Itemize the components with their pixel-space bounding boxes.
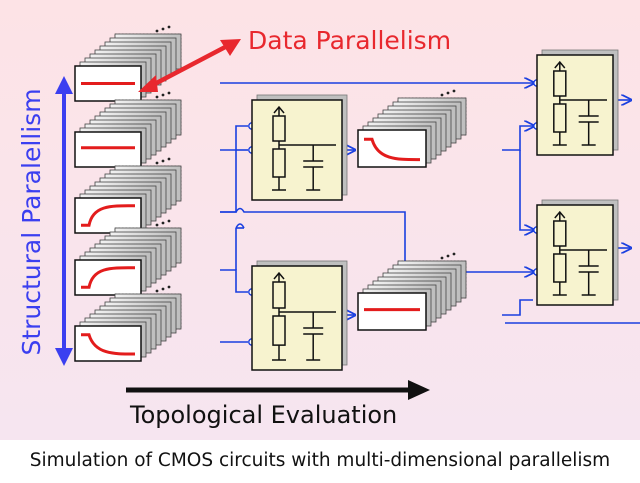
gate-2 <box>251 260 348 371</box>
continuation-dot <box>155 289 159 293</box>
front-card <box>74 131 142 168</box>
supply-arrow <box>554 210 566 221</box>
continuation-dot <box>155 95 159 99</box>
input-2 <box>74 91 182 168</box>
gate-1-output <box>357 89 467 168</box>
data-parallelism-label: Data Parallelism <box>248 26 451 55</box>
front-card <box>74 259 142 296</box>
wire-bus-gate4 <box>519 150 533 230</box>
waveform <box>81 266 136 289</box>
front-card <box>357 292 427 331</box>
continuation-dot <box>167 285 171 289</box>
wire-input2-gate1 <box>220 125 248 151</box>
waveform <box>364 137 421 162</box>
input-3 <box>74 157 182 234</box>
supply-arrow <box>273 105 285 116</box>
continuation-dot <box>161 93 165 97</box>
figure-caption: Simulation of CMOS circuits with multi-d… <box>29 450 611 471</box>
data-parallelism-arrow <box>138 39 241 92</box>
front-card <box>357 129 427 168</box>
waveform <box>81 333 136 356</box>
gate-4 <box>536 199 619 306</box>
continuation-dot <box>167 157 171 161</box>
front-card <box>74 197 142 234</box>
continuation-dot <box>446 254 450 258</box>
wire-gate2-bus <box>502 299 533 316</box>
continuation-dot <box>161 159 165 163</box>
continuation-dot <box>161 27 165 31</box>
structural-parallelism-arrow <box>55 76 73 366</box>
continuation-dot <box>161 221 165 225</box>
continuation-dot <box>155 29 159 33</box>
wire-bus-gate3 <box>502 126 533 151</box>
gate-box <box>251 99 343 201</box>
continuation-dot <box>440 256 444 260</box>
gate-3 <box>536 49 619 156</box>
waveform-stacks <box>74 25 467 362</box>
parallelism-diagram: Data Parallelism Structural Paralellism … <box>0 0 640 440</box>
gate-box <box>536 204 614 306</box>
front-card <box>74 325 142 362</box>
continuation-dot <box>452 252 456 256</box>
topological-evaluation-arrow <box>126 380 430 400</box>
continuation-dot <box>161 287 165 291</box>
continuation-dot <box>452 89 456 93</box>
diagram-canvas: Data Parallelism Structural Paralellism … <box>0 0 640 440</box>
continuation-dot <box>446 91 450 95</box>
continuation-dot <box>155 161 159 165</box>
continuation-dot <box>167 25 171 29</box>
wire-input4-gate2 <box>220 269 248 293</box>
continuation-dot <box>167 219 171 223</box>
gate-box <box>251 265 343 371</box>
wire-input3-gate4 <box>220 207 533 273</box>
supply-arrow <box>554 60 566 71</box>
continuation-dot <box>167 91 171 95</box>
logic-gates <box>251 49 619 371</box>
supply-arrow <box>273 271 285 282</box>
structural-parallelism-label: Structural Paralellism <box>17 88 46 355</box>
gate-box <box>536 54 614 156</box>
gate-1 <box>251 94 348 201</box>
gate-2-output <box>357 252 467 331</box>
input-1 <box>74 25 182 102</box>
continuation-dot <box>440 93 444 97</box>
topological-evaluation-label: Topological Evaluation <box>129 401 397 429</box>
input-4 <box>74 219 182 296</box>
waveform <box>81 204 136 227</box>
continuation-dot <box>155 223 159 227</box>
wire-crossover <box>235 223 245 229</box>
input-5 <box>74 285 182 362</box>
